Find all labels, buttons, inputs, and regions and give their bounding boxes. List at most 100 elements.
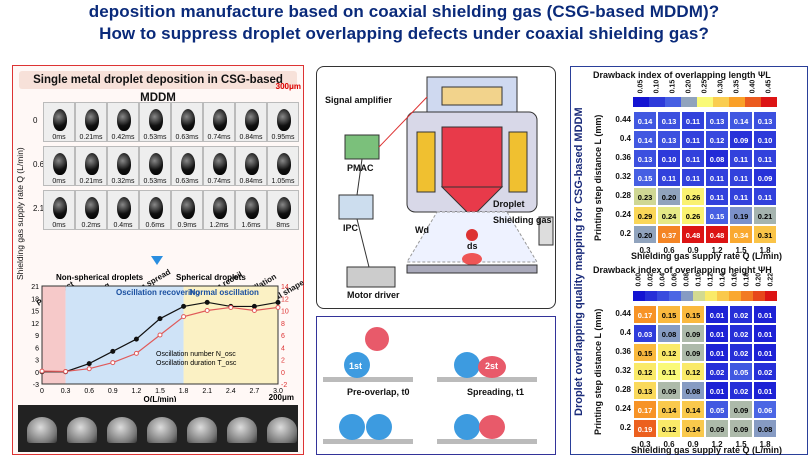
frame-time-label: 1.6ms	[241, 222, 261, 229]
frame-time-label: 0ms	[52, 134, 66, 141]
heatmap-cell: 0.02	[729, 324, 753, 343]
heatmap-cell: 0.05	[729, 362, 753, 381]
droplet-image	[181, 109, 195, 131]
data-point	[39, 368, 45, 374]
droplet-image	[245, 197, 259, 219]
signal-amplifier-label: Signal amplifier	[325, 95, 393, 105]
heatmap-cell: 0.02	[729, 381, 753, 400]
data-point	[110, 360, 116, 366]
droplet-image	[245, 109, 259, 131]
second-droplet-3	[366, 414, 392, 440]
heatmap-cell: 0.14	[633, 130, 657, 149]
heatmap-cell: 0.09	[729, 400, 753, 419]
frame-time-label: 0ms	[52, 178, 66, 185]
heatmap-cell: 0.24	[657, 206, 681, 225]
y2-tick-label: 2	[281, 358, 285, 365]
heatmap-x-label: 0.6	[663, 440, 675, 449]
droplet-frame: 0.6ms	[139, 190, 171, 230]
strip-frame	[182, 409, 222, 447]
legend-entry: Oscillation duration T_osc	[156, 360, 237, 367]
droplet-image	[245, 153, 259, 175]
frame-time-label: 0.84ms	[239, 178, 263, 185]
first-droplet-2	[454, 352, 480, 378]
ipc-monitor	[338, 194, 374, 220]
frame-time-label: 0.21ms	[79, 134, 103, 141]
heatmap-cell: 0.10	[657, 149, 681, 168]
heatmap-y-label: 0.4	[619, 328, 631, 337]
droplet-image	[213, 109, 227, 131]
frame-time-label: 0.42ms	[111, 134, 135, 141]
heatmap-cell: 0.17	[633, 305, 657, 324]
heatmap-y-label: 0.44	[615, 115, 631, 124]
heatmap-cell: 0.02	[705, 362, 729, 381]
pmac-board	[344, 134, 380, 160]
strip-frame	[262, 409, 302, 447]
heatmap-y-label: 0.32	[615, 366, 631, 375]
droplet-frame: 0ms	[43, 190, 75, 230]
droplet-frame: 0.53ms	[139, 102, 171, 142]
droplet-image	[117, 197, 131, 219]
droplet-image	[117, 153, 131, 175]
droplet-image-grid: Shielding gas supply rate Q (L/min) 300μ…	[15, 82, 301, 288]
first-droplet-3	[339, 414, 365, 440]
heatmap-cell: 0.34	[729, 225, 753, 244]
x-tick-label: 0.6	[84, 388, 94, 395]
title-line-2: How to suppress droplet overlapping defe…	[99, 24, 709, 43]
heatmap-cell: 0.13	[657, 111, 681, 130]
droplet-frame: 0.32ms	[107, 146, 139, 186]
heatmap-cell: 0.13	[633, 149, 657, 168]
second-droplet-2	[478, 356, 506, 378]
colorbar-label: 0.14	[719, 272, 727, 287]
heatmap-cell: 0.08	[681, 381, 705, 400]
data-point	[86, 366, 92, 372]
quality-map-panel: Droplet overlapping quality mapping for …	[570, 66, 808, 455]
droplet-frame: 0.42ms	[107, 102, 139, 142]
heatmap-y-label: 0.44	[615, 309, 631, 318]
heatmap-cell: 0.11	[681, 130, 705, 149]
heatmap-cell: 0.10	[753, 130, 777, 149]
heatmap-cell: 0.09	[657, 381, 681, 400]
colorbar-swatch	[649, 97, 665, 107]
heatmap-cell: 0.09	[705, 419, 729, 438]
row-rate-label: 0	[33, 116, 38, 125]
heatmap-x-label: 0.9	[687, 246, 699, 255]
heatmap-cell: 0.09	[729, 130, 753, 149]
molten-metal	[441, 126, 503, 188]
ipc-label: IPC	[343, 223, 359, 233]
heatmap-y-label: 0.36	[615, 347, 631, 356]
heatmap-cell: 0.09	[681, 324, 705, 343]
heatmap-y-label: 0.2	[619, 423, 631, 432]
heater-right	[508, 131, 528, 193]
heatmap-cell: 0.01	[753, 324, 777, 343]
frame-time-label: 0.6ms	[145, 222, 165, 229]
substrate-4	[437, 439, 537, 444]
strip-frame	[142, 409, 182, 447]
colorbar-label: 0.35	[733, 79, 741, 94]
y2-tick-label: 14	[281, 284, 289, 291]
x-tick-label: 0.3	[61, 388, 71, 395]
apparatus-schematic: Signal amplifier PMAC IPC Motor driver D…	[316, 66, 556, 309]
regime-label-spherical: Spherical droplets	[176, 273, 246, 282]
droplet-frame: 0.4ms	[107, 190, 139, 230]
heatmap-cell: 0.11	[705, 187, 729, 206]
heatmap-cell: 0.19	[633, 419, 657, 438]
x-tick-label: 1.5	[155, 388, 165, 395]
spreading-label: Spreading, t1	[467, 387, 525, 397]
pmac-ipc-line	[356, 158, 363, 196]
heatmap-y-label: 0.32	[615, 172, 631, 181]
x-tick-label: 1.8	[179, 388, 189, 395]
heatmap-cell: 0.11	[681, 168, 705, 187]
colorbar-label: 0.18	[743, 272, 751, 287]
zone-vanishing	[42, 286, 66, 384]
colorbar-label: 0.16	[731, 272, 739, 287]
left-panel: Single metal droplet deposition in CSG-b…	[12, 65, 306, 455]
strip-droplet	[267, 417, 297, 443]
colorbar-swatch	[729, 97, 745, 107]
droplet-image	[85, 153, 99, 175]
droplet-frame: 8ms	[267, 190, 299, 230]
heatmap-x-label: 1.8	[759, 246, 771, 255]
droplet-frame: 0.9ms	[171, 190, 203, 230]
colorbar-label: 0.20	[685, 79, 693, 94]
heatmap-cell: 0.01	[753, 381, 777, 400]
